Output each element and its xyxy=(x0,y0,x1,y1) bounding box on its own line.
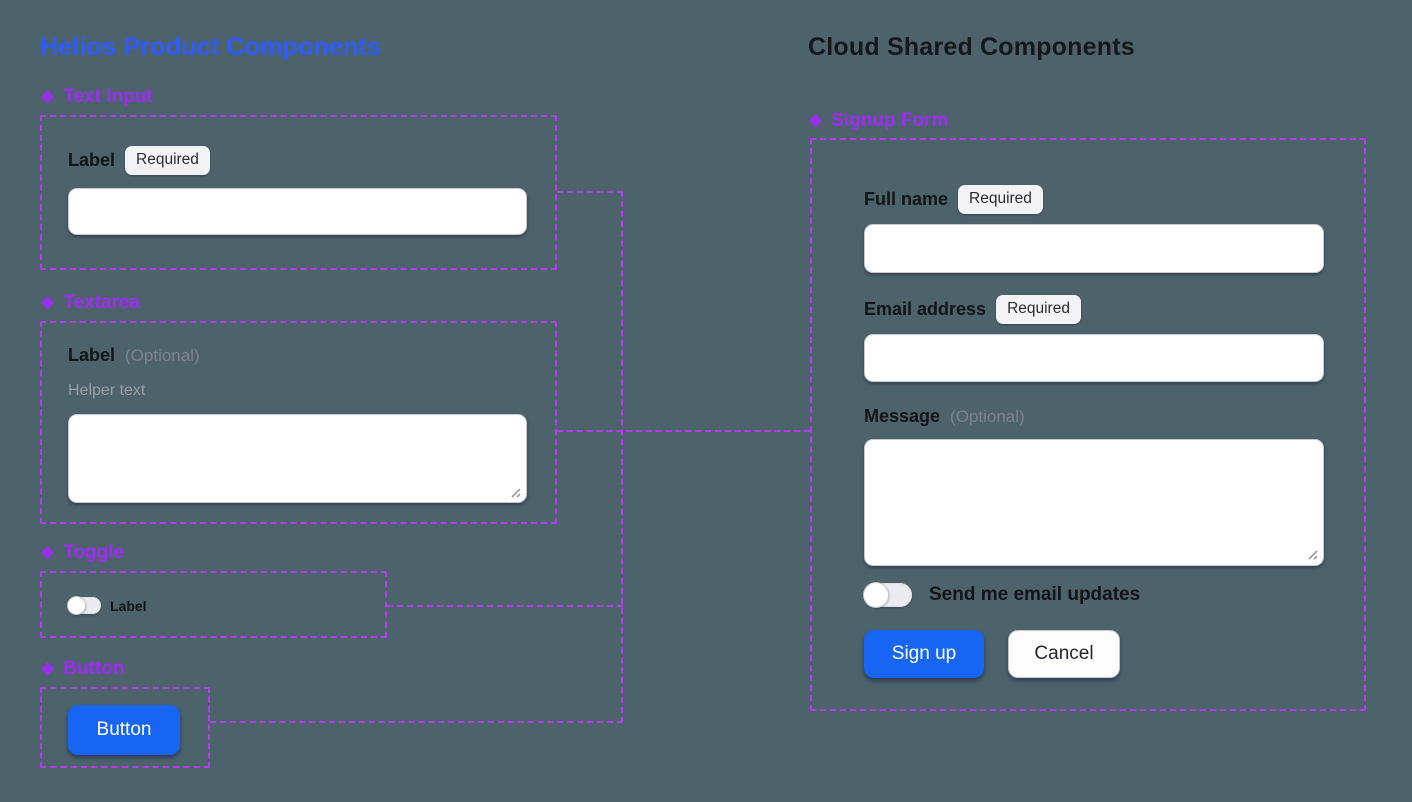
field-label: Full name xyxy=(864,188,949,209)
component-name: Textarea xyxy=(63,292,141,313)
toggle-label: Label xyxy=(110,597,147,614)
component-label-signup-form[interactable]: ❖ Signup Form xyxy=(808,110,948,132)
email-updates-label: Send me email updates xyxy=(929,584,1141,605)
optional-hint: (Optional) xyxy=(950,406,1025,426)
component-icon: ❖ xyxy=(40,659,56,679)
field-label: Email address xyxy=(864,298,987,319)
toggle-component-frame[interactable]: Label xyxy=(40,571,387,638)
component-icon: ❖ xyxy=(40,293,56,313)
cancel-button[interactable]: Cancel xyxy=(1008,630,1120,678)
component-name: Toggle xyxy=(63,542,125,563)
component-icon: ❖ xyxy=(40,87,56,107)
component-icon: ❖ xyxy=(808,111,824,131)
toggle-knob xyxy=(864,583,888,607)
email-input[interactable] xyxy=(864,334,1324,382)
component-label-toggle[interactable]: ❖ Toggle xyxy=(40,542,124,564)
cloud-title: Cloud Shared Components xyxy=(808,33,1135,61)
full-name-input[interactable] xyxy=(864,224,1324,273)
connector-toggle-line xyxy=(387,605,623,607)
text-input-component-frame[interactable]: Label Required xyxy=(40,115,557,270)
optional-hint: (Optional) xyxy=(125,345,200,365)
connector-trunk-line xyxy=(621,191,623,723)
required-badge: Required xyxy=(958,185,1043,214)
field-label: Label xyxy=(68,149,116,170)
connector-textarea-to-form-line xyxy=(557,430,810,432)
text-input-field[interactable] xyxy=(68,188,527,235)
component-label-textarea[interactable]: ❖ Textarea xyxy=(40,292,140,314)
required-badge: Required xyxy=(996,295,1081,324)
component-name: Signup Form xyxy=(831,110,949,131)
component-name: Button xyxy=(63,658,125,679)
sign-up-button[interactable]: Sign up xyxy=(864,630,984,678)
signup-form-component-frame[interactable]: Full name Required Email address Require… xyxy=(810,138,1366,711)
connector-text-input-line xyxy=(557,191,623,193)
component-label-text-input[interactable]: ❖ Text Input xyxy=(40,86,153,108)
toggle-knob xyxy=(68,597,85,614)
textarea-component-frame[interactable]: Label (Optional) Helper text xyxy=(40,321,557,524)
component-label-button[interactable]: ❖ Button xyxy=(40,658,124,680)
helper-text: Helper text xyxy=(68,382,146,399)
helios-title: Helios Product Components xyxy=(40,33,382,61)
textarea-field[interactable] xyxy=(68,414,527,503)
component-icon: ❖ xyxy=(40,543,56,563)
field-label: Label xyxy=(68,345,116,365)
button-component-frame[interactable]: Button xyxy=(40,687,210,768)
email-updates-toggle[interactable] xyxy=(864,583,912,607)
field-label: Message xyxy=(864,406,941,426)
message-textarea[interactable] xyxy=(864,439,1324,566)
required-badge: Required xyxy=(125,146,210,175)
connector-button-line xyxy=(210,721,623,723)
button-component[interactable]: Button xyxy=(68,705,180,755)
component-name: Text Input xyxy=(63,86,153,107)
toggle-switch[interactable] xyxy=(68,597,101,614)
